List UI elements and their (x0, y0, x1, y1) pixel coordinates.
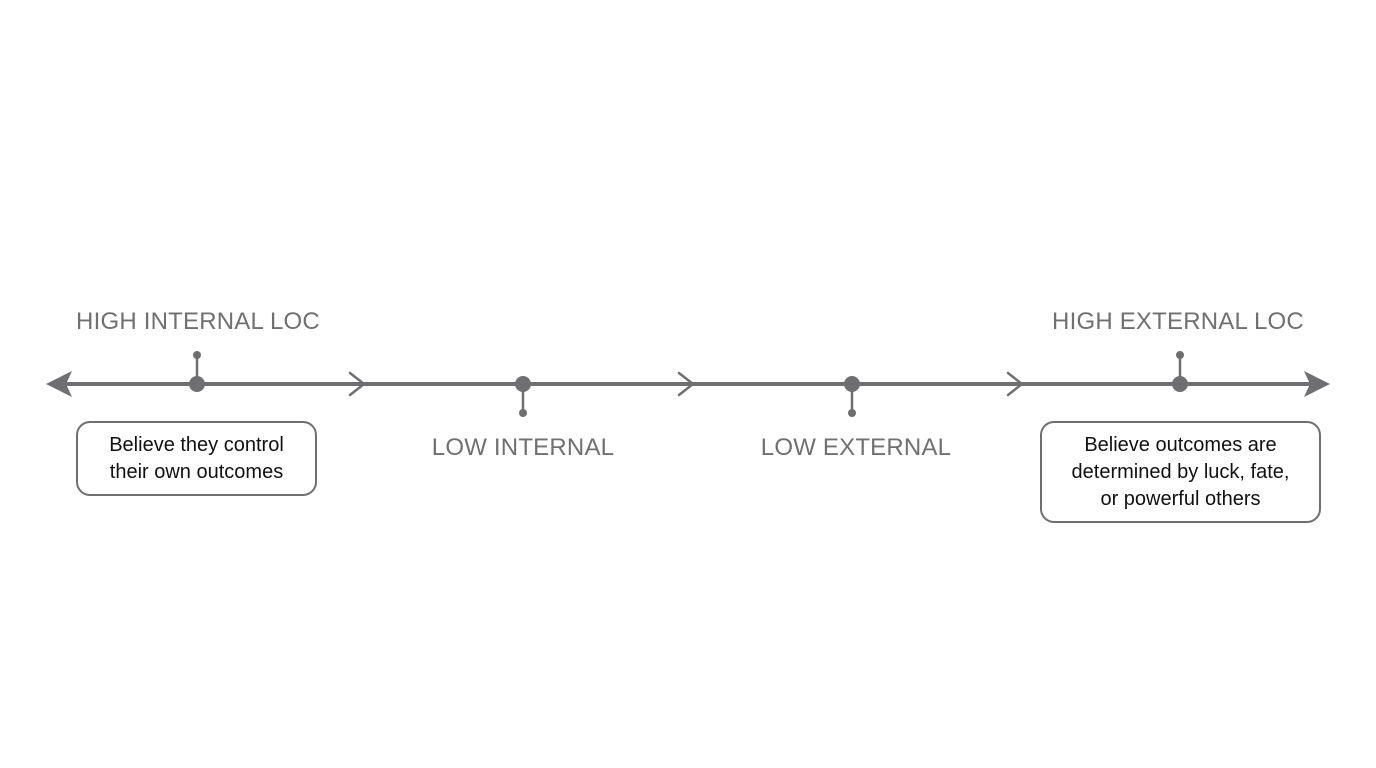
high-external-label: HIGH EXTERNAL LOC (1052, 308, 1304, 335)
low-external-stem-tip (848, 409, 856, 417)
right-arrowhead (1304, 371, 1330, 397)
direction-chevron-1 (348, 371, 366, 397)
high-external-stem-tip (1176, 351, 1184, 359)
direction-chevron-2 (677, 371, 695, 397)
external-description-text: Believe outcomes are determined by luck,… (1071, 433, 1290, 510)
internal-description-box: Believe they control their own outcomes (76, 421, 317, 496)
internal-description-text: Believe they control their own outcomes (109, 433, 284, 483)
high-internal-marker (189, 376, 205, 392)
high-internal-label: HIGH INTERNAL LOC (76, 308, 320, 335)
external-description-box: Believe outcomes are determined by luck,… (1040, 421, 1321, 523)
left-arrowhead (46, 371, 72, 397)
high-external-marker (1172, 376, 1188, 392)
low-external-label: LOW EXTERNAL (760, 434, 952, 461)
low-internal-stem-tip (519, 409, 527, 417)
low-external-marker (844, 376, 860, 392)
direction-chevron-3 (1006, 371, 1024, 397)
low-internal-marker (515, 376, 531, 392)
low-internal-label: LOW INTERNAL (431, 434, 615, 461)
high-internal-stem-tip (193, 351, 201, 359)
